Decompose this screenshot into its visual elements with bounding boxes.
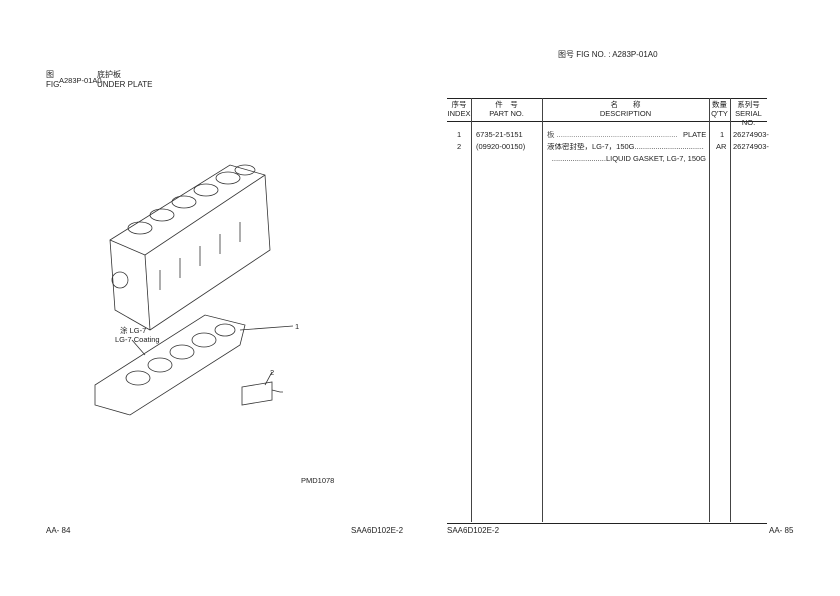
left-model-code: SAA6D102E-2 (351, 526, 404, 535)
figure-title-en: UNDER PLATE (97, 80, 153, 89)
col-divider (542, 98, 543, 522)
left-page-number: AA- 84 (46, 526, 71, 535)
coating-note-cn: 涂 LG-7 (120, 326, 147, 335)
row1-index: 1 (457, 130, 462, 139)
parts-table (447, 98, 767, 524)
right-model-code: SAA6D102E-2 (447, 526, 500, 535)
row1-qty: 1 (720, 130, 725, 139)
fig-no-header: 图号 FIG NO. : A283P-01A0 (558, 50, 658, 59)
right-page-number: AA- 85 (769, 526, 794, 535)
row1-serial: 26274903- (733, 130, 769, 139)
row2-serial: 26274903- (733, 142, 769, 151)
row2-part-no: (09920-00150) (476, 142, 526, 151)
fig-label-cn: 图 (46, 70, 54, 79)
callout-1: 1 (295, 322, 300, 331)
header-divider (447, 121, 767, 122)
drawing-id: PMD1078 (301, 476, 335, 485)
row1-part-no: 6735-21-5151 (476, 130, 523, 139)
fig-label-en: FIG. (46, 80, 62, 89)
callout-2: 2 (270, 368, 275, 377)
row2-desc-cn: 液体密封垫，LG-7，150G.........................… (547, 143, 704, 151)
row2-index: 2 (457, 142, 462, 151)
row2-desc-en: ..........................LIQUID GASKET,… (551, 154, 706, 163)
col-divider (730, 98, 731, 522)
row2-qty: AR (716, 142, 727, 151)
row1-desc-en: PLATE (683, 130, 707, 139)
col-divider (471, 98, 472, 522)
row1-desc-cn: 板 ......................................… (547, 131, 677, 139)
figure-title-cn: 底护板 (97, 70, 121, 79)
engine-block-illustration (94, 164, 294, 416)
coating-note-en: LG-7 Coating (115, 335, 160, 344)
col-divider (709, 98, 710, 522)
fig-number: A283P-01A0 (59, 76, 102, 85)
